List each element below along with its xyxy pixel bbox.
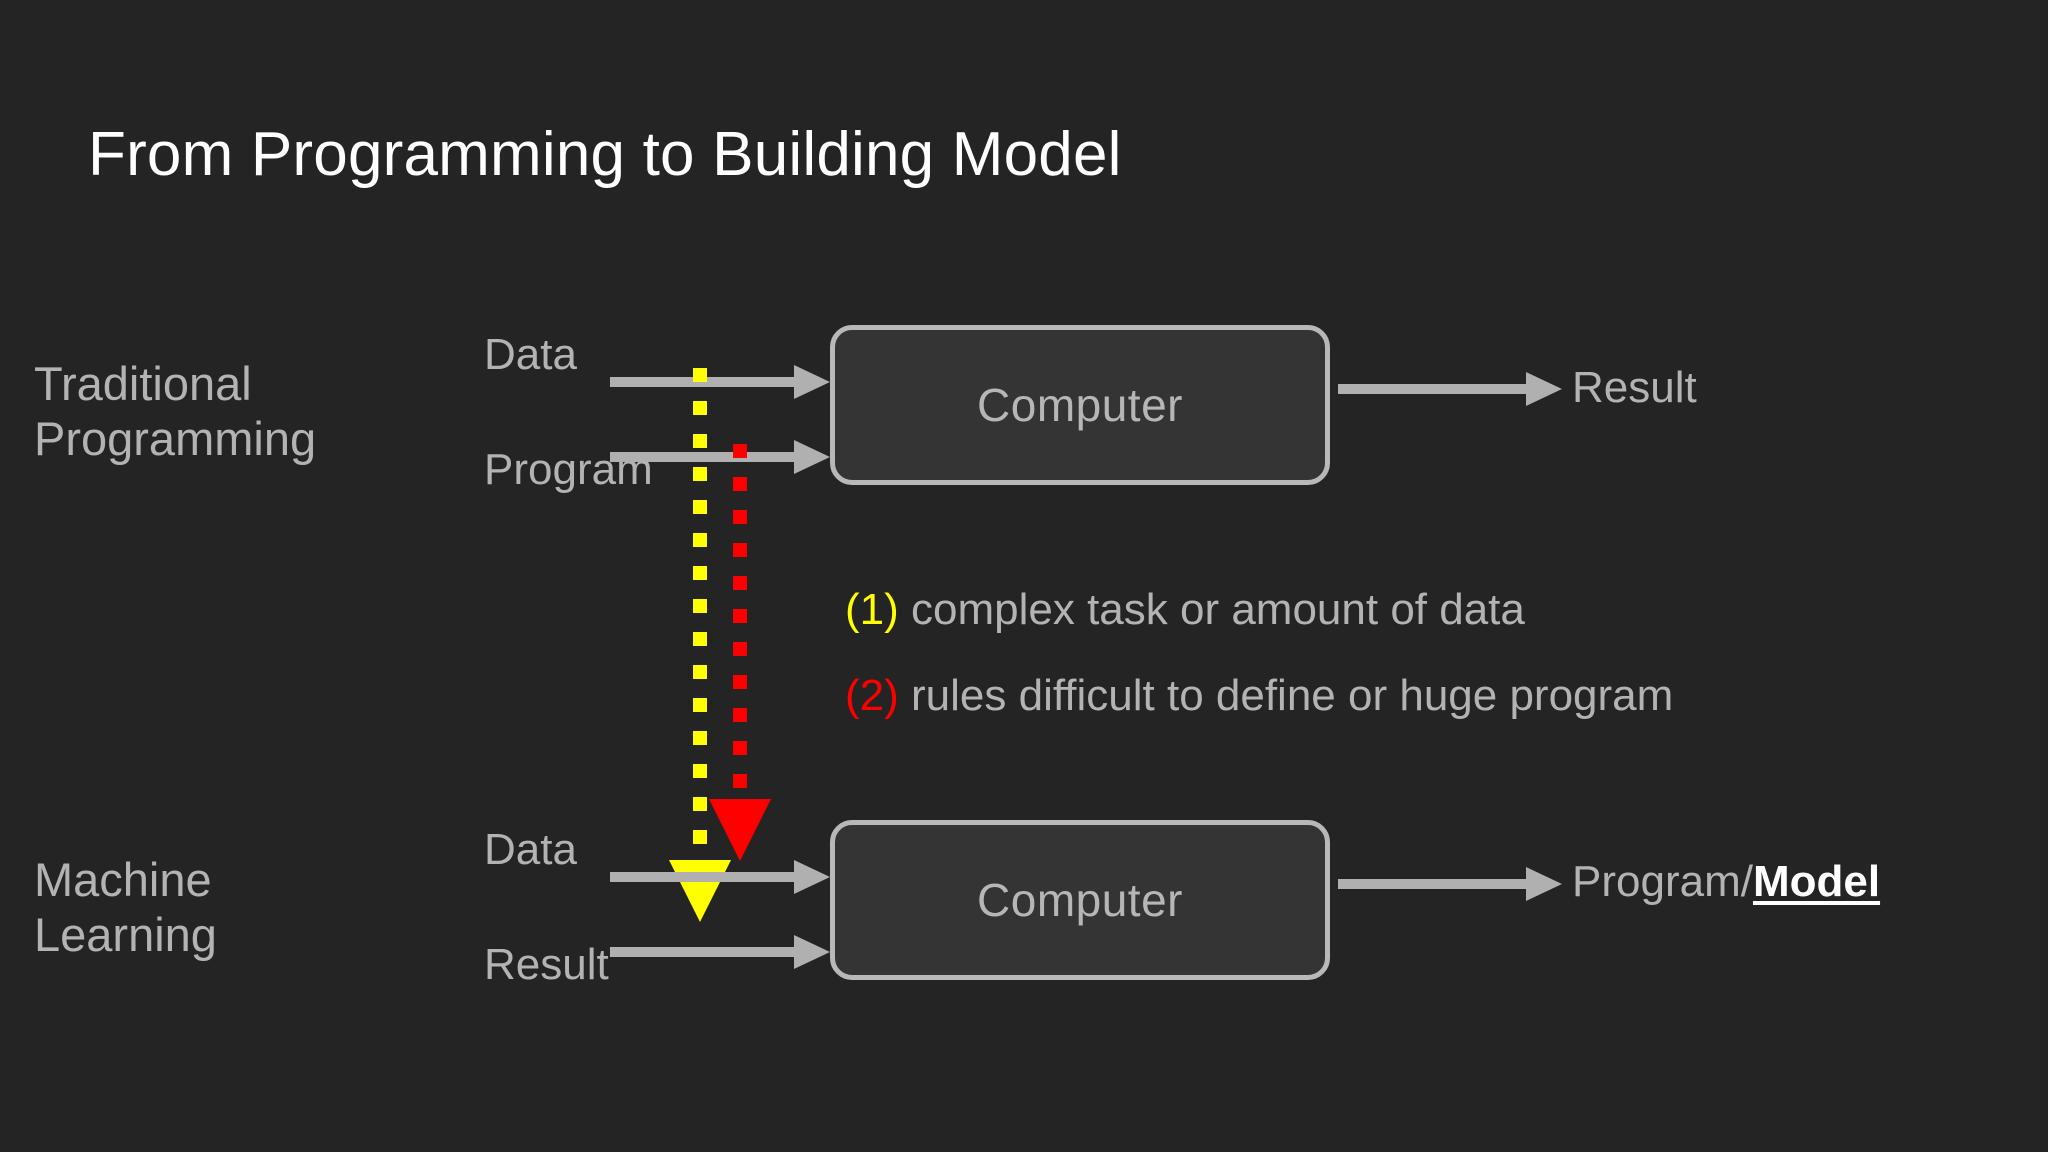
arrow-shaft: [610, 947, 796, 957]
annotation-rules-difficult: (2) rules difficult to define or huge pr…: [845, 674, 1673, 718]
arrow-program-to-computer-top: [610, 440, 830, 474]
arrow-result-to-computer-bottom: [610, 935, 830, 969]
arrow-head: [794, 935, 830, 969]
arrow-head: [794, 365, 830, 399]
arrow-head: [794, 860, 830, 894]
output-label-program-model: Program/Model: [1572, 860, 1880, 904]
arrow-head: [794, 440, 830, 474]
feedback-line-red-dots: [733, 444, 747, 804]
annotation-text-2: rules difficult to define or huge progra…: [898, 671, 1674, 720]
annotation-complex-task: (1) complex task or amount of data: [845, 588, 1525, 632]
arrow-shaft: [1338, 879, 1528, 889]
input-label-data-top: Data: [484, 330, 577, 379]
row-label-machine-learning: Machine Learning: [34, 853, 217, 962]
arrow-head: [1526, 867, 1562, 901]
computer-box-machine-learning: Computer: [830, 820, 1330, 980]
computer-box-label: Computer: [977, 379, 1183, 431]
output-prefix: Program/: [1572, 857, 1753, 906]
feedback-line-yellow: [669, 368, 731, 923]
arrow-computer-to-result-top: [1338, 372, 1563, 406]
arrow-head: [1526, 372, 1562, 406]
feedback-line-red-arrowhead: [709, 799, 771, 861]
arrow-data-to-computer-bottom: [610, 860, 830, 894]
input-label-data-bottom: Data: [484, 825, 577, 874]
arrow-computer-to-model-bottom: [1338, 867, 1563, 901]
computer-box-traditional: Computer: [830, 325, 1330, 485]
arrow-data-to-computer-top: [610, 365, 830, 399]
feedback-line-red: [709, 444, 771, 862]
arrow-shaft: [1338, 384, 1528, 394]
arrow-shaft: [610, 872, 796, 882]
annotation-text-1: complex task or amount of data: [898, 585, 1525, 634]
feedback-line-yellow-dots: [693, 368, 707, 866]
row-label-traditional-programming: Traditional Programming: [34, 357, 317, 466]
feedback-line-yellow-arrowhead: [669, 860, 731, 922]
output-label-result-top: Result: [1572, 363, 1697, 412]
input-label-result-bottom: Result: [484, 940, 609, 989]
page-title: From Programming to Building Model: [88, 120, 1122, 189]
annotation-marker-1: (1): [845, 585, 899, 634]
computer-box-label: Computer: [977, 874, 1183, 926]
output-emphasis-model: Model: [1752, 857, 1881, 906]
annotation-marker-2: (2): [845, 671, 899, 720]
